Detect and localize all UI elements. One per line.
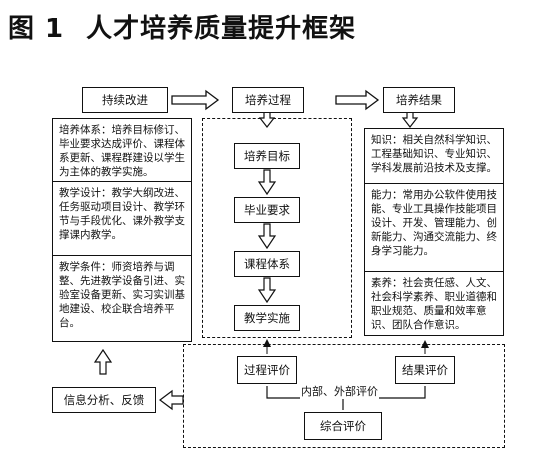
figure-number: 图 1 bbox=[8, 14, 65, 44]
hollow-arrow-down-0 bbox=[258, 111, 276, 128]
result-evaluation-box: 结果评价 bbox=[395, 356, 455, 384]
step-training-goals-label: 培养目标 bbox=[244, 149, 290, 163]
step-graduation-requirements: 毕业要求 bbox=[234, 197, 300, 223]
step-teaching-implementation-label: 教学实施 bbox=[244, 311, 290, 325]
result-box: 培养结果 bbox=[383, 87, 455, 113]
process-evaluation-label: 过程评价 bbox=[244, 363, 290, 377]
hollow-arrow-down-result bbox=[401, 111, 419, 128]
result-details-box: 知识：相关自然科学知识、工程基础知识、专业知识、学科发展前沿技术及支撑。 能力：… bbox=[364, 128, 504, 336]
result-evaluation-label: 结果评价 bbox=[402, 363, 448, 377]
feedback-box: 信息分析、反馈 bbox=[52, 387, 156, 413]
step-training-goals: 培养目标 bbox=[234, 143, 300, 169]
improvement-details-box: 培养体系：培养目标修订、毕业要求达成评价、课程体系更新、课程群建设以学生为主体的… bbox=[52, 118, 192, 342]
feedback-label: 信息分析、反馈 bbox=[63, 393, 145, 407]
result-section-literacy: 素养：社会责任感、人文、社会科学素养、职业道德和职业规范、质量和效率意识、团队合… bbox=[365, 271, 503, 346]
improvement-section-system: 培养体系：培养目标修订、毕业要求达成评价、课程体系更新、课程群建设以学生为主体的… bbox=[59, 124, 185, 178]
continuous-improvement-box: 持续改进 bbox=[82, 87, 168, 113]
result-section-knowledge: 知识：相关自然科学知识、工程基础知识、专业知识、学科发展前沿技术及支撑。 bbox=[371, 134, 497, 174]
hollow-arrow-up-left bbox=[93, 348, 113, 375]
figure-title: 图 1 人才培养质量提升框架 bbox=[8, 8, 356, 45]
result-section-ability: 能力：常用办公软件使用技能、专业工具操作技能项目设计、开发、管理能力、创新能力、… bbox=[365, 183, 503, 280]
step-teaching-implementation: 教学实施 bbox=[234, 305, 300, 331]
figure-title-text: 人才培养质量提升框架 bbox=[86, 14, 357, 44]
hollow-arrow-left-feedback bbox=[159, 389, 184, 411]
step-curriculum-system: 课程体系 bbox=[234, 251, 300, 277]
comprehensive-evaluation-box: 综合评价 bbox=[304, 412, 382, 440]
hollow-arrow-down-1 bbox=[257, 169, 277, 196]
improvement-section-conditions: 教学条件：师资培养与调整、先进教学设备引进、实验室设备更新、实习实训基地建设、校… bbox=[53, 255, 191, 352]
hollow-arrow-down-3 bbox=[257, 277, 277, 304]
result-label: 培养结果 bbox=[396, 93, 442, 107]
hollow-arrow-down-2 bbox=[257, 223, 277, 250]
process-dashed-frame bbox=[202, 118, 352, 338]
step-graduation-requirements-label: 毕业要求 bbox=[244, 203, 290, 217]
process-box: 培养过程 bbox=[232, 87, 304, 113]
process-label: 培养过程 bbox=[245, 93, 291, 107]
hollow-arrow-right-1 bbox=[171, 89, 220, 111]
comprehensive-evaluation-label: 综合评价 bbox=[320, 419, 366, 433]
process-evaluation-box: 过程评价 bbox=[237, 356, 297, 384]
continuous-improvement-label: 持续改进 bbox=[102, 93, 148, 107]
improvement-section-design: 教学设计：教学大纲改进、任务驱动项目设计、教学环节与手段优化、课外教学支撑课内教… bbox=[53, 181, 191, 264]
step-curriculum-system-label: 课程体系 bbox=[244, 257, 290, 271]
hollow-arrow-right-2 bbox=[335, 89, 380, 111]
inner-outer-evaluation-label: 内部、外部评价 bbox=[300, 383, 379, 399]
